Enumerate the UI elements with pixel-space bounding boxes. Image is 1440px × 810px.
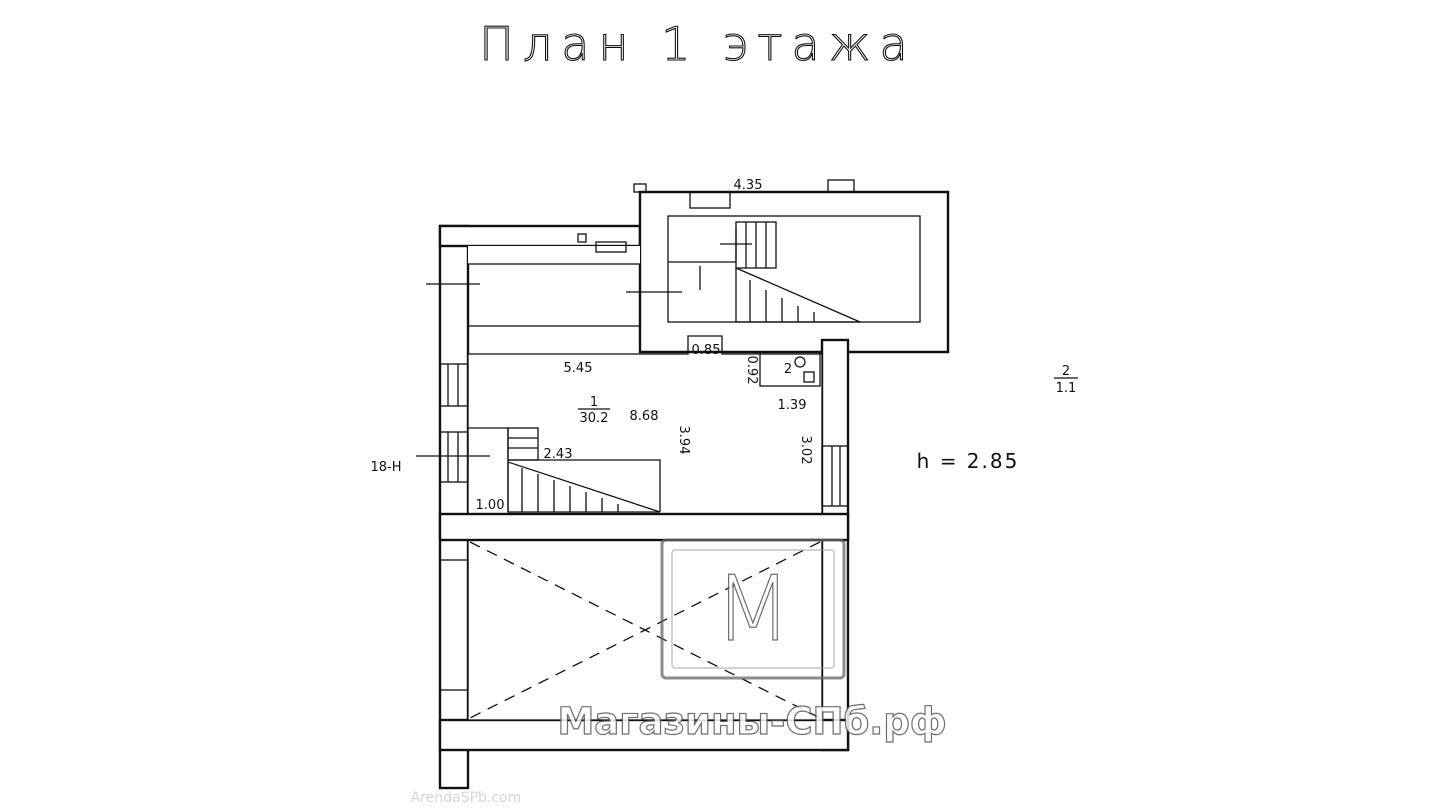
watermark: M Магазины-СПб.рф ArendaSPb.com: [411, 538, 947, 806]
watermark-source: ArendaSPb.com: [411, 790, 522, 806]
dim-5-45: 5.45: [564, 361, 593, 376]
dim-8-68: 8.68: [630, 409, 659, 424]
rooms-fill: [468, 216, 920, 720]
room-2-number: 2: [1062, 364, 1070, 379]
logo-box: [660, 538, 846, 680]
dim-3-02: 3.02: [798, 436, 813, 465]
wc-room: [759, 351, 821, 387]
room-2-area: 1.1: [1056, 381, 1077, 396]
inner-walls: [416, 179, 921, 721]
dim-top-width: 4.35: [734, 178, 763, 193]
lower-room-cross: [469, 541, 821, 719]
ceiling-height: h = 2.85: [917, 449, 1020, 473]
watermark-site: Магазины-СПб.рф: [557, 700, 946, 743]
dim-3-94: 3.94: [676, 426, 691, 455]
dimension-labels: 4.35 5.45 0.85 0.92 1.39 8.68 3.94 3.02 …: [476, 178, 813, 513]
room-1-number: 1: [590, 395, 598, 410]
room-labels: 1 30.2 2 2 1.1: [578, 362, 1078, 426]
plan-title: План 1 этажа: [479, 17, 916, 71]
upper-staircase: [668, 221, 861, 323]
room-1-area: 30.2: [580, 411, 609, 426]
dim-1-00: 1.00: [476, 498, 505, 513]
dim-1-39: 1.39: [778, 398, 807, 413]
logo-letter: M: [714, 557, 792, 662]
dim-0-85: 0.85: [692, 343, 721, 358]
room-2-tag: 2: [784, 362, 792, 377]
section-label: 18-Н: [370, 460, 401, 475]
dim-2-43: 2.43: [544, 447, 573, 462]
hall-staircase: [468, 427, 661, 513]
dim-0-92: 0.92: [744, 356, 759, 385]
